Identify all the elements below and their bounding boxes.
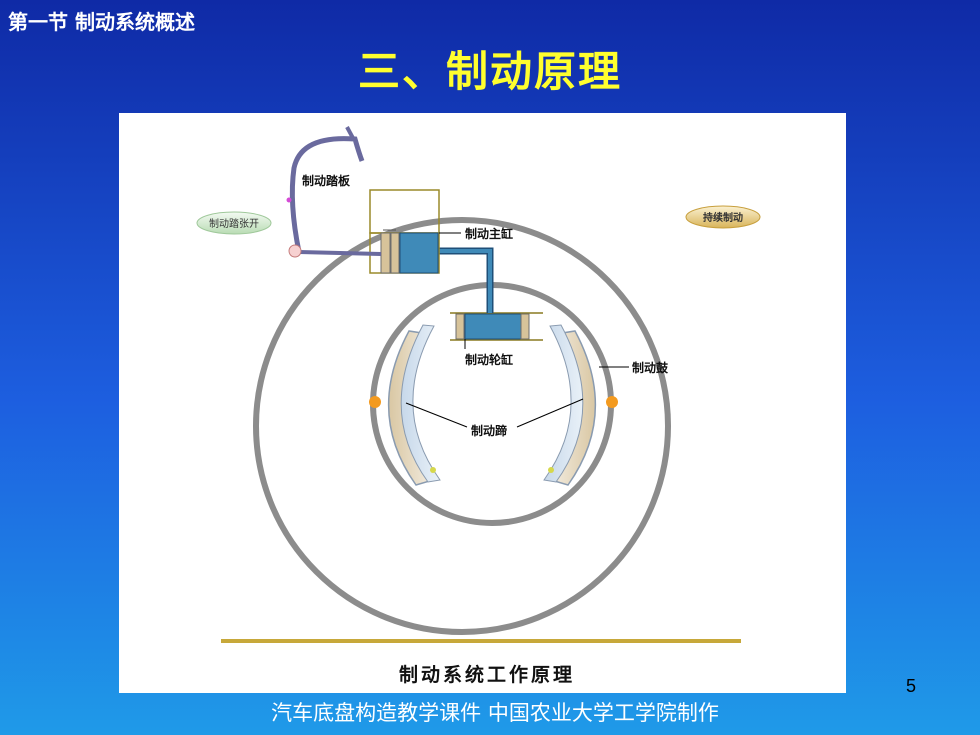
- page-number: 5: [906, 676, 917, 696]
- wheel-cylinder-label: 制动轮缸: [465, 352, 513, 367]
- pedal-release-capsule: [196, 211, 272, 235]
- brake-shoe-label: 制动蹄: [471, 423, 507, 438]
- right-pivot-dot: [606, 396, 618, 408]
- brake-diagram-panel: 制动踏张开 持续制动 制动踏板 制动主缸 制动轮缸 制动鼓 制动蹄 制动系统工作…: [119, 113, 846, 693]
- brake-pedal-label: 制动踏板: [302, 173, 351, 188]
- diagram-caption: 制动系统工作原理: [399, 663, 575, 686]
- continuous-braking-label: 持续制动: [703, 211, 743, 224]
- master-cylinder-label: 制动主缸: [465, 226, 513, 241]
- slide-title: 三、制动原理: [357, 47, 622, 96]
- pedal-release-label: 制动踏张开: [209, 217, 259, 230]
- footer-credit: 汽车底盘构造教学课件 中国农业大学工学院制作: [271, 701, 719, 725]
- master-cylinder: [369, 189, 440, 274]
- brake-diagram: 制动踏张开 持续制动 制动踏板 制动主缸 制动轮缸 制动鼓 制动蹄 制动系统工作…: [196, 126, 761, 686]
- left-brake-shoe: [387, 324, 441, 486]
- brake-pedal: [286, 126, 382, 258]
- brake-shoe-leader-right: [516, 398, 584, 428]
- left-pivot-dot: [369, 396, 381, 408]
- wheel-cylinder: [450, 312, 543, 341]
- brake-drum-label: 制动鼓: [632, 360, 669, 375]
- section-title: 第一节 制动系统概述: [8, 10, 195, 34]
- continuous-braking-capsule: [685, 205, 761, 229]
- outer-wheel-ring: [253, 217, 671, 635]
- right-brake-shoe: [543, 324, 597, 486]
- hydraulic-line: [439, 247, 494, 313]
- brake-shoe-leader-left: [405, 402, 468, 428]
